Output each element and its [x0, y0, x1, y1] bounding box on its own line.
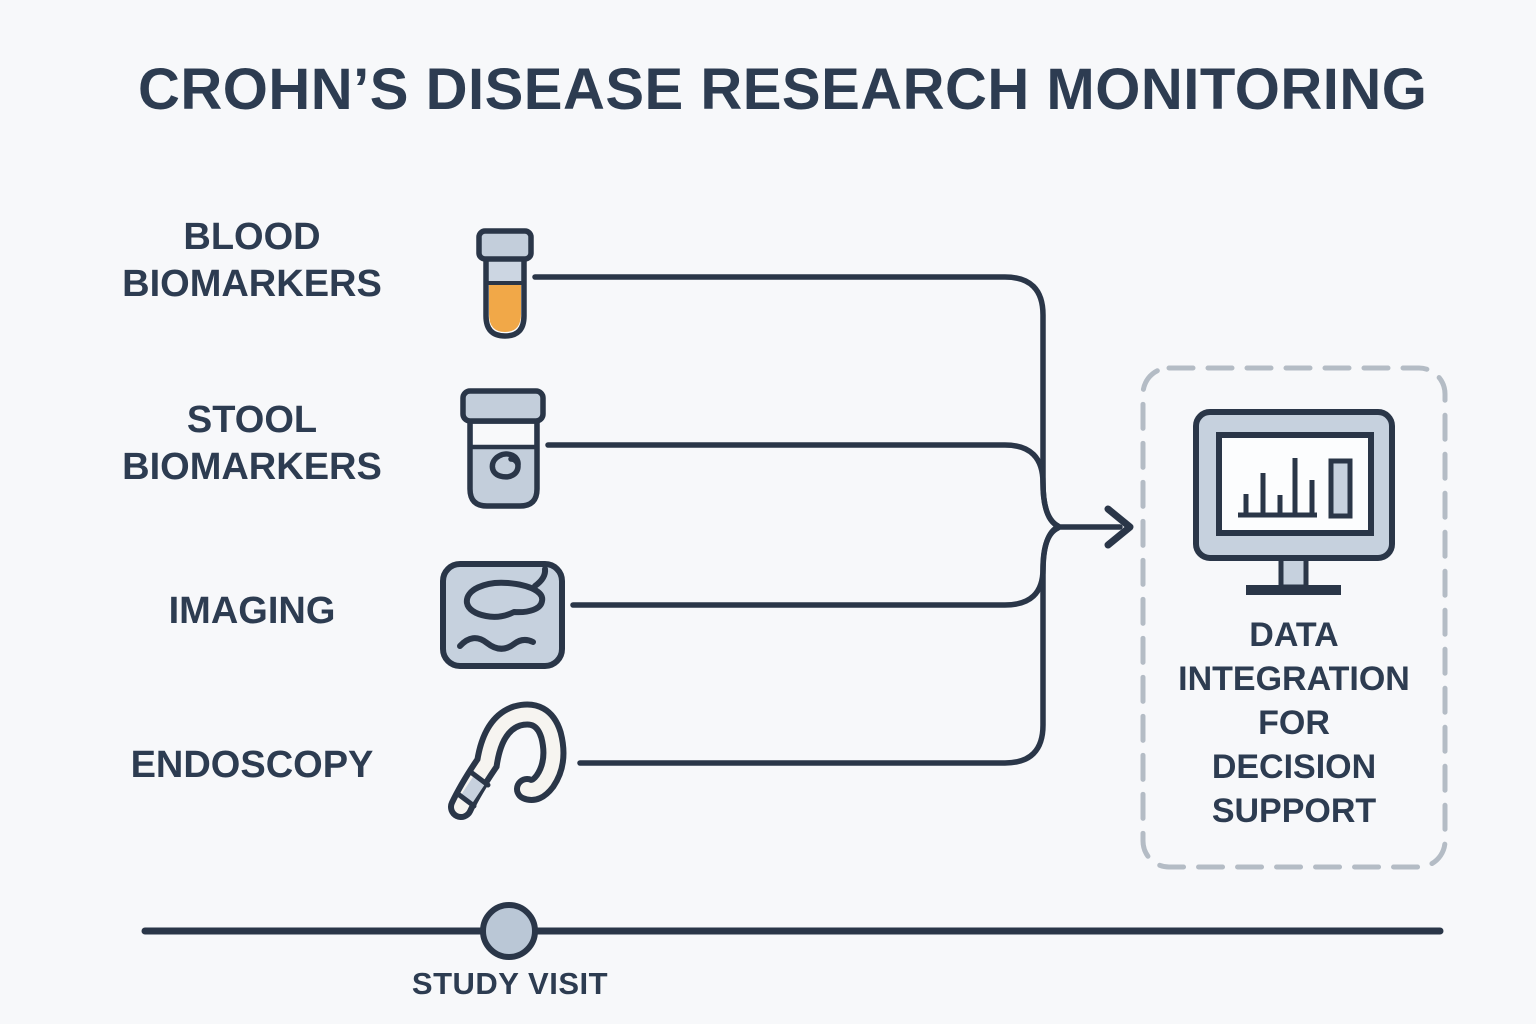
- blood-test-tube-icon: [476, 228, 534, 339]
- page-title: CROHN’S DISEASE RESEARCH MONITORING: [138, 57, 1428, 122]
- monitor-bar-chart-icon: [1193, 409, 1395, 595]
- connector-blood: [532, 274, 1061, 529]
- timeline: [141, 902, 1444, 960]
- source-label-blood-biomarkers: BLOOD BIOMARKERS: [122, 216, 382, 305]
- connector-stool: [545, 442, 1061, 529]
- connector-endoscopy: [577, 524, 1061, 766]
- study-visit-marker: [480, 902, 538, 960]
- study-visit-label: STUDY VISIT: [411, 966, 609, 1001]
- connector-imaging: [570, 525, 1061, 608]
- connector-lines: [532, 274, 1061, 766]
- merge-arrow-icon: [1053, 505, 1134, 549]
- stool-sample-jar-icon: [460, 388, 546, 509]
- source-label-stool-biomarkers: STOOL BIOMARKERS: [122, 399, 382, 488]
- integration-box: [1140, 365, 1448, 870]
- monitor-chart-bars: [1238, 458, 1317, 518]
- endoscope-icon: [448, 701, 567, 820]
- source-label-endoscopy: ENDOSCOPY: [130, 744, 374, 786]
- integration-box-label: DATA INTEGRATION FOR DECISION SUPPORT: [1178, 616, 1410, 830]
- source-label-imaging: IMAGING: [168, 590, 336, 632]
- imaging-scan-icon: [440, 561, 565, 669]
